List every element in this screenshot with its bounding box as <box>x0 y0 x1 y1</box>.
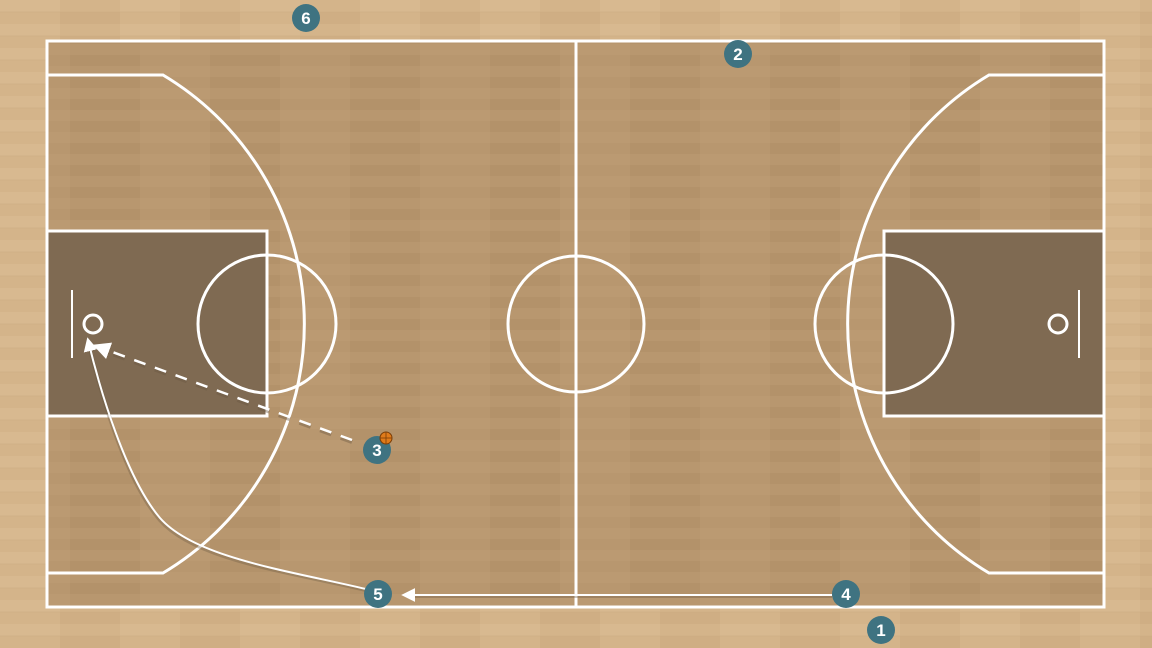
left-key <box>45 229 269 418</box>
play-actions <box>83 337 832 602</box>
left-three-point-arc <box>47 73 306 575</box>
basketball-icon <box>379 431 393 445</box>
player-5-label: 5 <box>373 585 382 604</box>
right-free-throw-circle <box>813 253 955 395</box>
center-circle <box>506 254 646 394</box>
player-6: 6 <box>292 4 320 32</box>
player-2-label: 2 <box>733 45 742 64</box>
court-lines <box>45 39 1106 609</box>
player-5: 5 <box>364 580 392 608</box>
player-1-label: 1 <box>876 621 885 640</box>
pass-line-shadow <box>95 346 353 444</box>
right-hoop-icon <box>1047 313 1069 335</box>
left-paint <box>47 231 267 416</box>
player-6-label: 6 <box>301 9 310 28</box>
player-4-label: 4 <box>841 585 851 604</box>
right-three-point-arc <box>846 73 1104 575</box>
player-3-label: 3 <box>372 441 381 460</box>
right-key <box>882 229 1106 418</box>
left-free-throw-circle <box>196 253 338 395</box>
player-1: 1 <box>867 616 895 644</box>
player-4: 4 <box>832 580 860 608</box>
right-paint <box>884 231 1104 416</box>
pass-dashed-3-to-basket <box>92 342 353 442</box>
left-hoop-icon <box>82 313 104 335</box>
cut-arrow-5-to-basket <box>83 337 367 590</box>
player-2: 2 <box>724 40 752 68</box>
